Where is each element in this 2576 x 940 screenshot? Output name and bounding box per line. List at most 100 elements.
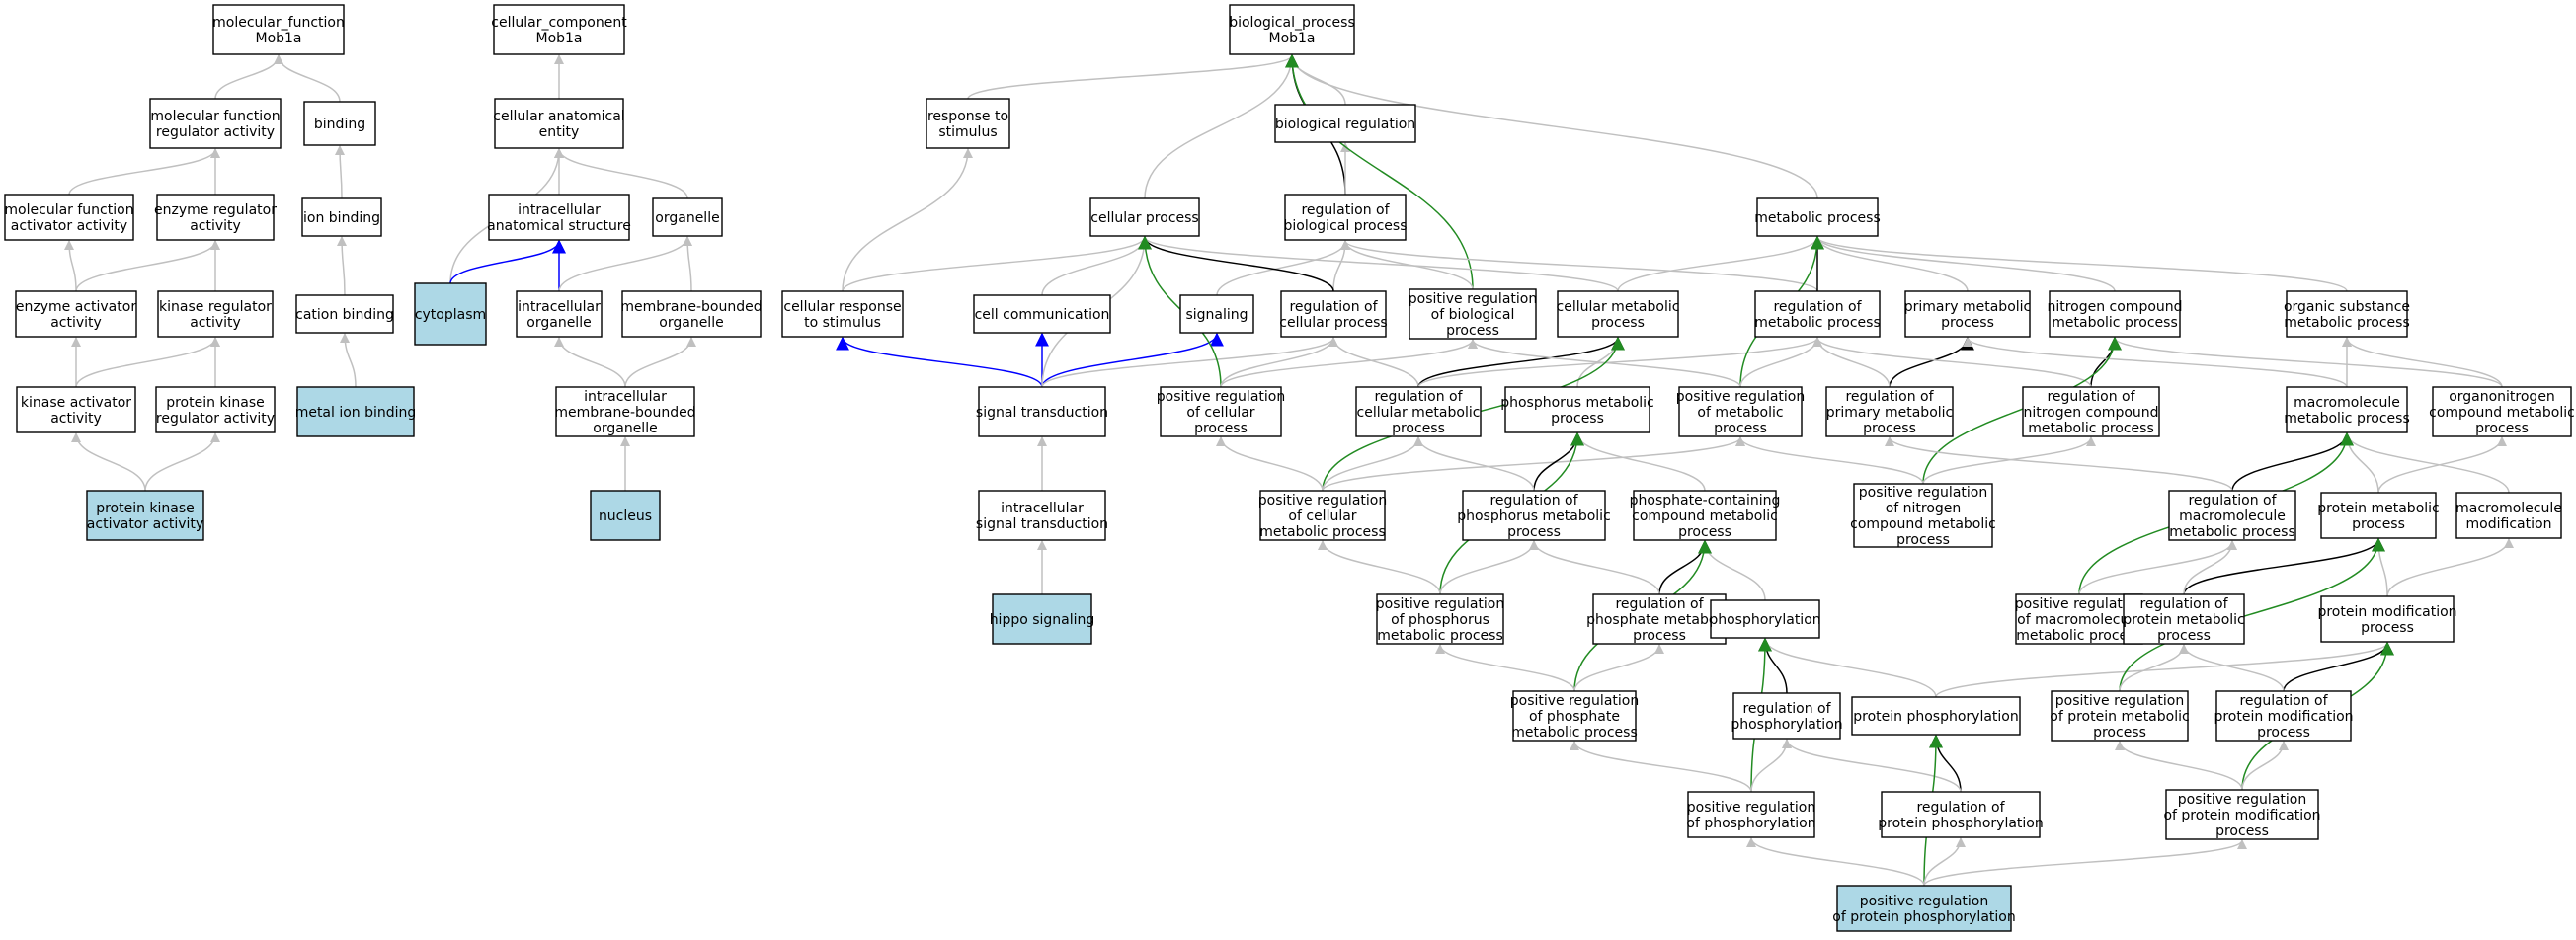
node-label-line: compound metabolic (1850, 516, 1996, 532)
go-term-node-cell-comm[interactable]: cell communication (973, 294, 1111, 334)
go-term-node-prot-phos[interactable]: protein phosphorylation (1851, 696, 2021, 736)
go-term-node-met-proc[interactable]: metabolic process (1754, 197, 1881, 237)
go-term-node-metal-ion[interactable]: metal ion binding (295, 386, 417, 437)
edge-isa (274, 54, 341, 103)
edge-isa (1923, 837, 1966, 887)
node-label-line: process (1446, 323, 1499, 339)
node-box (295, 294, 394, 334)
node-label-line: Mob1a (535, 31, 582, 46)
go-term-node-cytoplasm[interactable]: cytoplasm (414, 282, 487, 346)
node-label-line: protein kinase (166, 395, 265, 411)
node-label-line: process (1591, 315, 1645, 331)
go-term-node-signaling[interactable]: signaling (1179, 294, 1254, 334)
node-label-line: cellular anatomical (493, 109, 624, 124)
node-label-line: process (2475, 421, 2529, 436)
node-label-line: regulation of (1615, 596, 1704, 612)
node-label-line: macromolecule (2455, 501, 2562, 516)
node-label-line: of nitrogen (1886, 501, 1962, 516)
node-label-line: of protein metabolic (2050, 709, 2189, 725)
go-term-node-ion-binding[interactable]: ion binding (301, 197, 382, 237)
go-term-node-phosphorylation[interactable]: phosphorylation (1709, 599, 1821, 639)
node-box (301, 197, 382, 237)
node-box (781, 290, 904, 338)
go-term-node-hippo[interactable]: hippo signaling (990, 593, 1095, 645)
go-term-node-nucleus[interactable]: nucleus (590, 490, 661, 541)
edge-isa (1220, 339, 1478, 388)
go-term-node-cell-proc[interactable]: cellular process (1089, 197, 1200, 237)
edge-isa (1439, 540, 1539, 595)
go-term-node-organelle[interactable]: organelle (652, 197, 723, 237)
node-label-line: primary metabolic (1826, 405, 1954, 421)
node-box (2051, 690, 2189, 742)
node-label-line: protein metabolic (2123, 612, 2244, 628)
node-label-line: intracellular (518, 202, 601, 218)
go-term-node-binding[interactable]: binding (303, 101, 376, 146)
edge-isa (842, 236, 1150, 292)
node-label-line: process (1194, 421, 1248, 436)
go-term-node-sig-trans[interactable]: signal transduction (976, 386, 1108, 437)
edge-isa (2374, 538, 2388, 597)
go-term-node-cation-binding[interactable]: cation binding (295, 294, 394, 334)
edge-isa (1617, 236, 1822, 292)
node-label-line: stimulus (938, 124, 997, 140)
go-term-node-bio-reg[interactable]: biological regulation (1274, 104, 1416, 143)
node-label-line: organelle (659, 315, 723, 331)
node-label-line: metabolic process (1754, 315, 1881, 331)
